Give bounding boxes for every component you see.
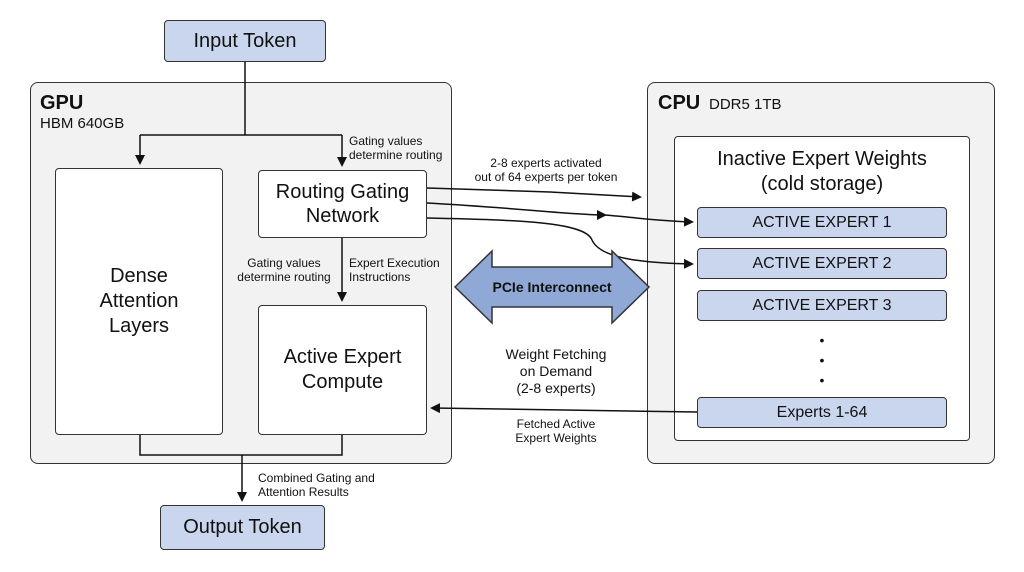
output-token-box: Output Token	[160, 505, 325, 550]
inactive-line-1: Inactive Expert Weights	[717, 148, 927, 170]
weight-fetch-line-2: on Demand	[519, 363, 593, 379]
weight-fetch-line-1: Weight Fetching	[505, 346, 607, 362]
activated-line-1: 2-8 experts activated	[490, 156, 602, 170]
gating-left-line-1: Gating values	[247, 256, 321, 270]
input-token-label: Input Token	[193, 29, 297, 52]
gating-left-line-2: determine routing	[237, 270, 331, 284]
gpu-subtitle: HBM 640GB	[40, 115, 125, 132]
gating-top-line-1: Gating values	[349, 134, 423, 148]
active-expert-3: ACTIVE EXPERT 3	[697, 290, 947, 321]
output-token-label: Output Token	[183, 516, 302, 538]
activated-label: 2-8 experts activated out of 64 experts …	[454, 156, 638, 184]
dense-line-2: Attention	[99, 290, 179, 312]
inactive-line-2: (cold storage)	[760, 173, 884, 195]
fetched-label: Fetched Active Expert Weights	[490, 417, 622, 445]
fetched-line-2: Expert Weights	[515, 431, 597, 445]
experts-all-label: Experts 1-64	[776, 403, 868, 421]
compute-line-1: Active Expert	[283, 346, 402, 368]
cpu-subtitle: DDR5 1TB	[709, 96, 782, 113]
weight-fetch-label: Weight Fetching on Demand (2-8 experts)	[484, 346, 628, 397]
routing-line-1: Routing Gating	[275, 181, 410, 203]
dense-attention-box: Dense Attention Layers	[55, 168, 223, 435]
pcie-label: PCIe Interconnect	[492, 279, 612, 295]
compute-line-2: Compute	[301, 371, 384, 393]
combined-line-1: Combined Gating and	[258, 471, 375, 485]
active-expert-compute-box: Active Expert Compute	[258, 305, 427, 435]
gpu-title: GPU	[40, 92, 84, 114]
activated-line-2: out of 64 experts per token	[474, 170, 618, 184]
expert-exec-line-2: Instructions	[349, 270, 411, 284]
combined-line-2: Attention Results	[258, 485, 349, 499]
routing-line-2: Network	[305, 205, 380, 227]
inactive-weights-box	[674, 136, 970, 441]
expert-exec-line-1: Expert Execution	[349, 256, 440, 270]
ellipsis-dots: • • •	[819, 332, 825, 388]
active-expert-2-label: ACTIVE EXPERT 2	[752, 254, 892, 272]
weight-fetch-line-3: (2-8 experts)	[516, 380, 596, 396]
gating-top-label: Gating values determine routing	[349, 134, 442, 162]
gating-top-line-2: determine routing	[349, 148, 443, 162]
active-expert-1-label: ACTIVE EXPERT 1	[752, 213, 892, 231]
input-token-box: Input Token	[164, 20, 326, 62]
fetched-line-1: Fetched Active	[516, 417, 596, 431]
active-expert-3-label: ACTIVE EXPERT 3	[752, 296, 892, 314]
expert-exec-label: Expert Execution Instructions	[349, 256, 440, 284]
gating-left-label: Gating values determine routing	[228, 256, 340, 284]
active-expert-1: ACTIVE EXPERT 1	[697, 207, 947, 238]
inactive-weights-title: Inactive Expert Weights (cold storage)	[674, 147, 970, 197]
experts-all: Experts 1-64	[697, 397, 947, 428]
active-expert-2: ACTIVE EXPERT 2	[697, 248, 947, 279]
dense-line-1: Dense	[110, 265, 168, 287]
dense-line-3: Layers	[108, 315, 170, 337]
routing-network-box: Routing Gating Network	[258, 170, 427, 238]
cpu-title: CPU	[658, 92, 701, 114]
combined-label: Combined Gating and Attention Results	[258, 471, 375, 499]
